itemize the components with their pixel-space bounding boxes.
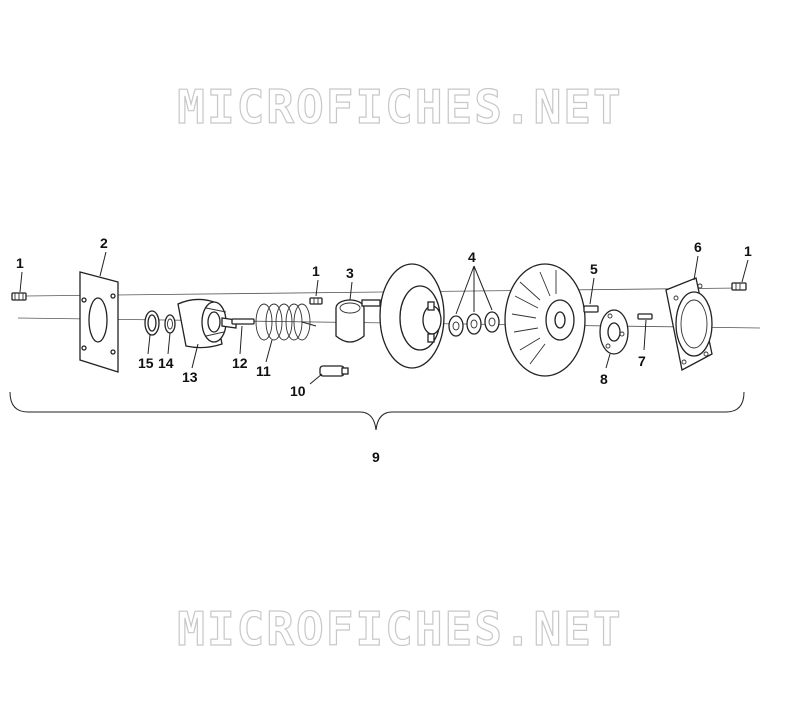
assembly-brace [9, 391, 745, 431]
part-bushing [144, 310, 160, 336]
callout-2: 2 [100, 235, 108, 251]
callout-13: 13 [182, 369, 198, 385]
callout-11: 11 [256, 363, 271, 379]
part-sleeve [335, 299, 365, 343]
callout-6: 6 [694, 239, 702, 255]
part-screw-mid [309, 297, 323, 305]
callout-7: 7 [638, 353, 646, 369]
part-screw-small [637, 313, 653, 320]
part-bolt [319, 365, 349, 377]
part-cam-helix [177, 298, 237, 349]
watermark-bottom: MICROFICHES.NET [177, 601, 623, 656]
watermark-top: MICROFICHES.NET [177, 79, 623, 134]
callout-15: 15 [138, 355, 154, 371]
callout-3: 3 [346, 265, 354, 281]
callout-1-mid: 1 [312, 263, 320, 279]
part-washers-set [448, 311, 500, 337]
callout-9: 9 [372, 449, 380, 465]
part-washer-small [164, 314, 176, 334]
part-cover-plate [79, 271, 119, 373]
callout-1-left: 1 [16, 255, 24, 271]
callout-8: 8 [600, 371, 608, 387]
part-sheave-moveable [504, 263, 599, 377]
part-pin [231, 318, 255, 325]
callout-1-right: 1 [744, 243, 752, 259]
part-screw-left [11, 292, 27, 301]
part-outer-plate [665, 277, 713, 371]
leader-lines [19, 251, 749, 385]
callout-14: 14 [158, 355, 174, 371]
part-screw-right [731, 282, 747, 291]
callout-12: 12 [232, 355, 248, 371]
callout-5: 5 [590, 261, 598, 277]
part-spring [255, 303, 317, 341]
part-cap-disc [599, 309, 629, 355]
callout-10: 10 [290, 383, 306, 399]
callout-4: 4 [468, 249, 476, 265]
part-sheave-fixed [361, 263, 445, 369]
